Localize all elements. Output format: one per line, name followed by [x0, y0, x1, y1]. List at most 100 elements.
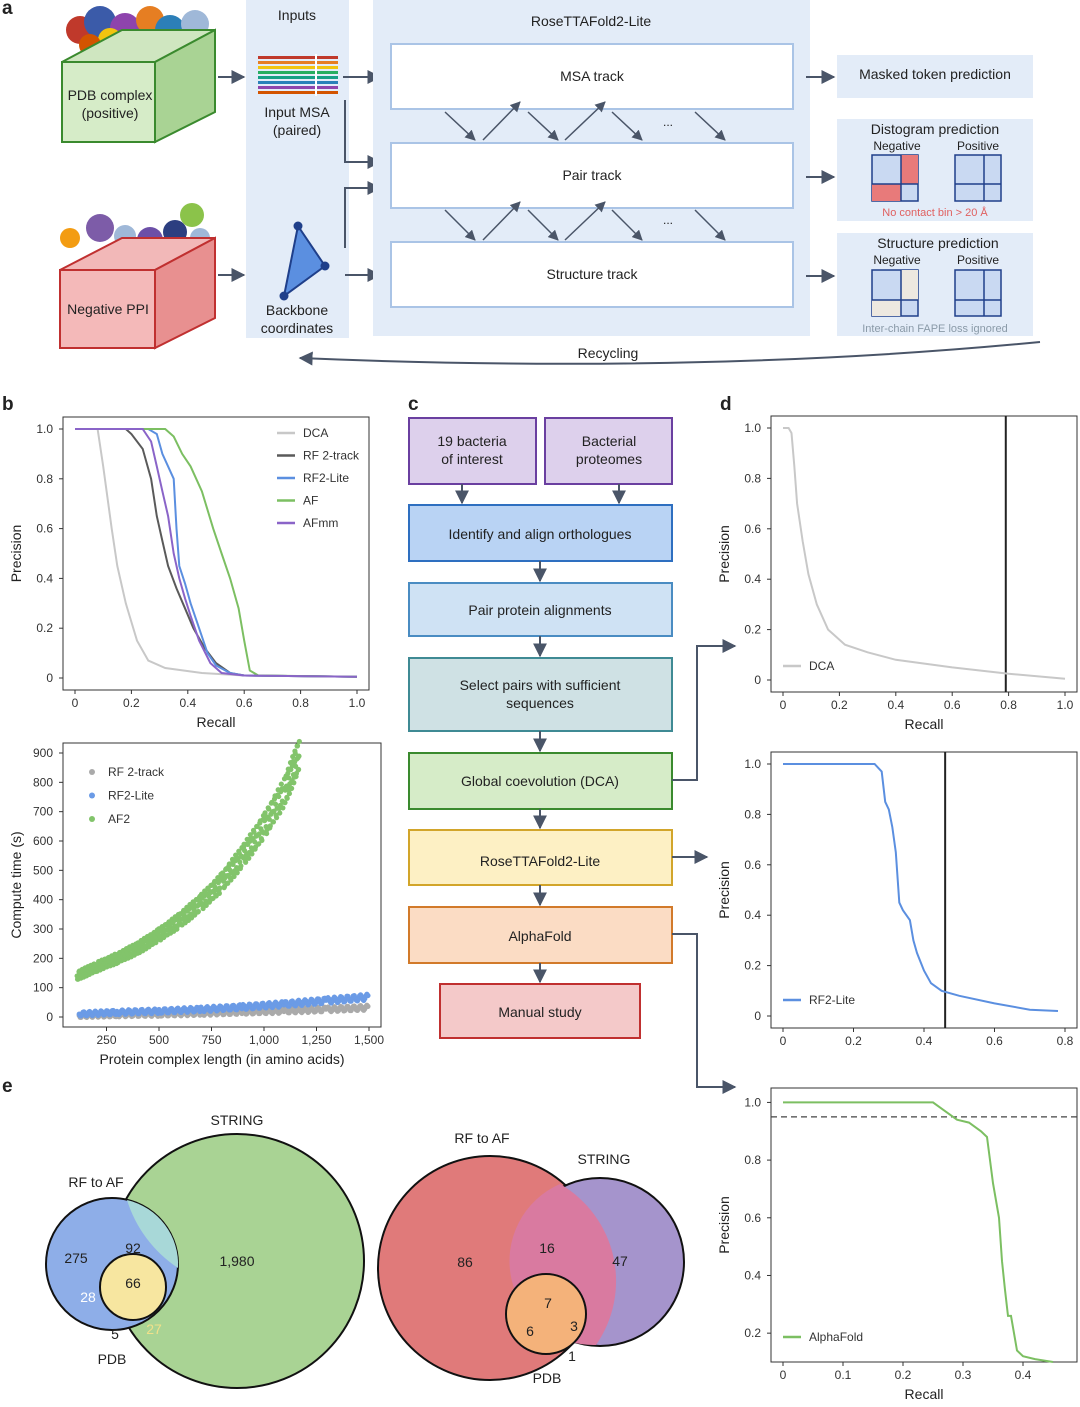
x-tick-label: 0	[780, 1034, 787, 1048]
scatter-point	[243, 859, 249, 865]
legend-label: AF	[303, 494, 318, 508]
scatter-point	[296, 753, 302, 759]
track-cross-arrows	[444, 101, 726, 241]
y-tick-label: 100	[33, 981, 53, 995]
y-tick-label: 1.0	[744, 421, 761, 435]
y-axis-label: Precision	[8, 525, 24, 583]
model-title: RoseTTAFold2-Lite	[531, 13, 652, 29]
track-label: Pair track	[562, 167, 622, 183]
x-tick-label: 0.4	[1015, 1368, 1032, 1382]
series-rf2-lite	[76, 991, 371, 1019]
x-tick-label: 0.1	[835, 1368, 852, 1382]
scatter-point	[256, 841, 262, 847]
x-axis-label: Recall	[905, 716, 944, 732]
x-tick-label: 0.8	[1057, 1034, 1074, 1048]
y-tick-label: 0.8	[744, 807, 761, 821]
x-tick-label: 0.6	[986, 1034, 1003, 1048]
scatter-point	[295, 766, 302, 773]
y-tick-label: 0.8	[744, 1153, 761, 1167]
flow-box-label: Manual study	[498, 1004, 581, 1020]
scatter-point	[292, 750, 298, 757]
scatter-point	[277, 810, 283, 816]
msa-track-box	[390, 43, 794, 110]
negative-ppi-box: Negative PPI	[59, 203, 216, 350]
scatter-point	[225, 880, 231, 886]
venn-label: PDB	[533, 1370, 562, 1386]
x-tick-label: 0.4	[887, 698, 904, 712]
x-tick-label: 0.2	[895, 1368, 912, 1382]
scatter-point	[261, 818, 268, 824]
flow-box-manual	[439, 983, 641, 1039]
track-label: MSA track	[560, 68, 625, 84]
recycling-arrow	[298, 341, 1041, 366]
scatter-point	[238, 863, 244, 869]
x-tick-label: 0	[780, 1368, 787, 1382]
plot-frame	[770, 751, 1078, 1029]
x-tick-label: 0.2	[845, 1034, 862, 1048]
y-tick-label: 0.2	[744, 623, 761, 637]
flow-box-label: RoseTTAFold2-Lite	[480, 853, 601, 869]
flow-box-proteomes	[544, 417, 673, 485]
y-tick-label: 600	[33, 834, 53, 848]
scatter-point	[241, 848, 248, 854]
msa-stripes-icon	[258, 54, 338, 96]
series-line-af	[75, 428, 358, 678]
scatter-point	[266, 806, 272, 812]
y-tick-label: 1.0	[744, 1095, 761, 1109]
y-tick-label: 900	[33, 746, 53, 760]
y-tick-label: 0.2	[36, 621, 53, 635]
y-tick-label: 200	[33, 951, 53, 965]
ellipsis: ...	[663, 213, 673, 227]
legend-label: DCA	[809, 659, 834, 673]
x-tick-label: 0.2	[831, 698, 848, 712]
plot-frame	[770, 415, 1078, 693]
venn-value: 28	[80, 1289, 96, 1305]
scatter-point	[274, 815, 280, 821]
fape-label: Inter-chain FAPE loss ignored	[862, 323, 1008, 335]
structure-pred-title: Structure prediction	[877, 235, 998, 251]
legend-label: RF 2-track	[108, 765, 165, 779]
x-tick-label: 0	[780, 698, 787, 712]
scatter-point	[285, 770, 291, 776]
venn-diagram-2: RF to AF STRING PDB 86 16 47 7 6 3 1	[377, 1130, 685, 1386]
distogram-negative-matrix	[871, 154, 919, 202]
flow-box-bacteria	[408, 417, 537, 485]
legend-label: AF2	[108, 812, 130, 826]
scatter-point	[266, 816, 272, 822]
negative-box-label: Negative PPI	[67, 301, 149, 317]
y-axis-label: Precision	[716, 861, 732, 919]
x-tick-label: 750	[201, 1033, 221, 1047]
pdb-box-label: PDB complex(positive)	[68, 87, 153, 121]
plot-frame	[770, 1087, 1078, 1363]
venn-label: STRING	[578, 1151, 631, 1167]
series-line-rf2-lite	[783, 763, 1059, 1012]
x-tick-label: 1,500	[354, 1033, 384, 1047]
y-axis-label: Precision	[716, 1196, 732, 1254]
y-tick-label: 0	[754, 673, 761, 687]
scatter-point	[228, 877, 234, 883]
x-tick-label: 0.4	[916, 1034, 933, 1048]
scatter-point	[264, 830, 270, 837]
y-tick-label: 0.6	[744, 1211, 761, 1225]
y-tick-label: 0.2	[744, 959, 761, 973]
pair-track-box	[390, 142, 794, 209]
y-tick-label: 0.6	[36, 522, 53, 536]
y-tick-label: 0.2	[744, 1326, 761, 1340]
panel-label-b: b	[2, 394, 14, 415]
no-contact-label: No contact bin > 20 Å	[882, 206, 988, 219]
y-axis-label: Compute time (s)	[8, 831, 24, 938]
scatter-point	[251, 839, 258, 845]
x-tick-label: 1.0	[349, 696, 366, 710]
x-tick-label: 0.4	[179, 696, 196, 710]
venn-value: 1,980	[219, 1253, 254, 1269]
venn-diagram-1: STRING RF to AF PDB 275 92 1,980 66 28 2…	[45, 1112, 365, 1389]
scatter-point	[289, 785, 295, 792]
x-tick-label: 1,250	[301, 1033, 331, 1047]
